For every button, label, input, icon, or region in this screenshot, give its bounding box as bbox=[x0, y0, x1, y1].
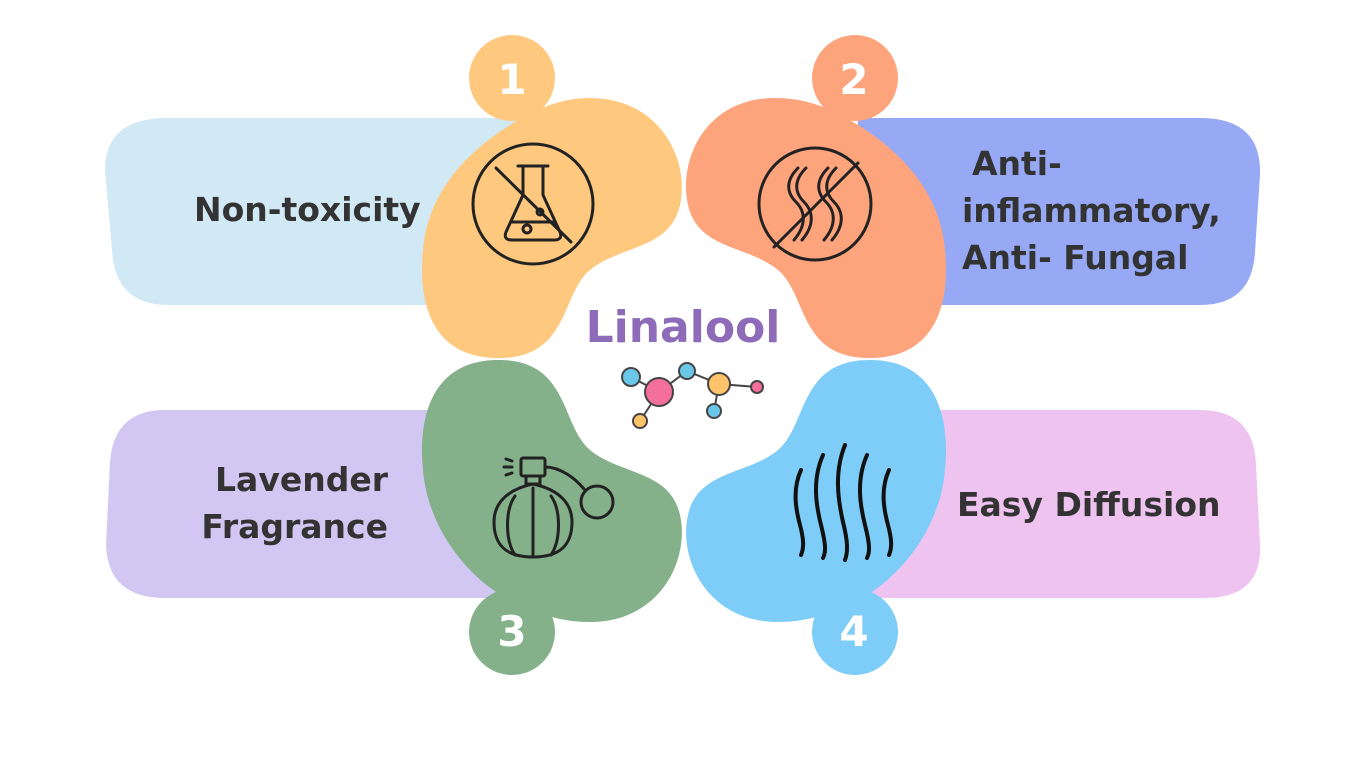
no-fungus-icon bbox=[757, 146, 873, 262]
item-1-label: Non-toxicity bbox=[194, 186, 421, 233]
item-1-number: 1 bbox=[497, 55, 527, 104]
item-3-label: Lavender Fragrance bbox=[190, 456, 388, 550]
item-2-number: 2 bbox=[839, 55, 869, 104]
diffusion-waves-icon bbox=[793, 443, 894, 562]
center-title: Linalool bbox=[585, 302, 781, 353]
item-1-label-line: Non-toxicity bbox=[194, 190, 421, 229]
no-chemicals-flask-icon bbox=[471, 142, 595, 266]
item-2-label-line: Anti- bbox=[972, 144, 1062, 183]
item-2-label: Anti- inflammatory, Anti- Fungal bbox=[962, 140, 1221, 281]
perfume-bottle-icon bbox=[492, 456, 615, 559]
number-circle-1 bbox=[469, 35, 555, 121]
item-3-label-line: Lavender bbox=[215, 460, 388, 499]
item-4-number: 4 bbox=[839, 607, 869, 656]
item-4-label-line: Easy Diffusion bbox=[957, 485, 1221, 524]
blob-1 bbox=[421, 98, 682, 359]
card-3-background bbox=[106, 410, 520, 598]
item-3-label-line: Fragrance bbox=[201, 507, 388, 546]
item-4-label: Easy Diffusion bbox=[957, 481, 1221, 528]
item-3-number: 3 bbox=[497, 607, 527, 656]
card-2-background bbox=[858, 118, 1261, 305]
molecule-icon bbox=[621, 362, 764, 429]
blob-2 bbox=[685, 98, 947, 359]
number-circle-2 bbox=[812, 35, 898, 121]
item-2-label-line: Anti- Fungal bbox=[962, 238, 1189, 277]
card-4-background bbox=[858, 410, 1261, 598]
card-1-background bbox=[105, 118, 520, 305]
item-2-label-line: inflammatory, bbox=[962, 191, 1221, 230]
